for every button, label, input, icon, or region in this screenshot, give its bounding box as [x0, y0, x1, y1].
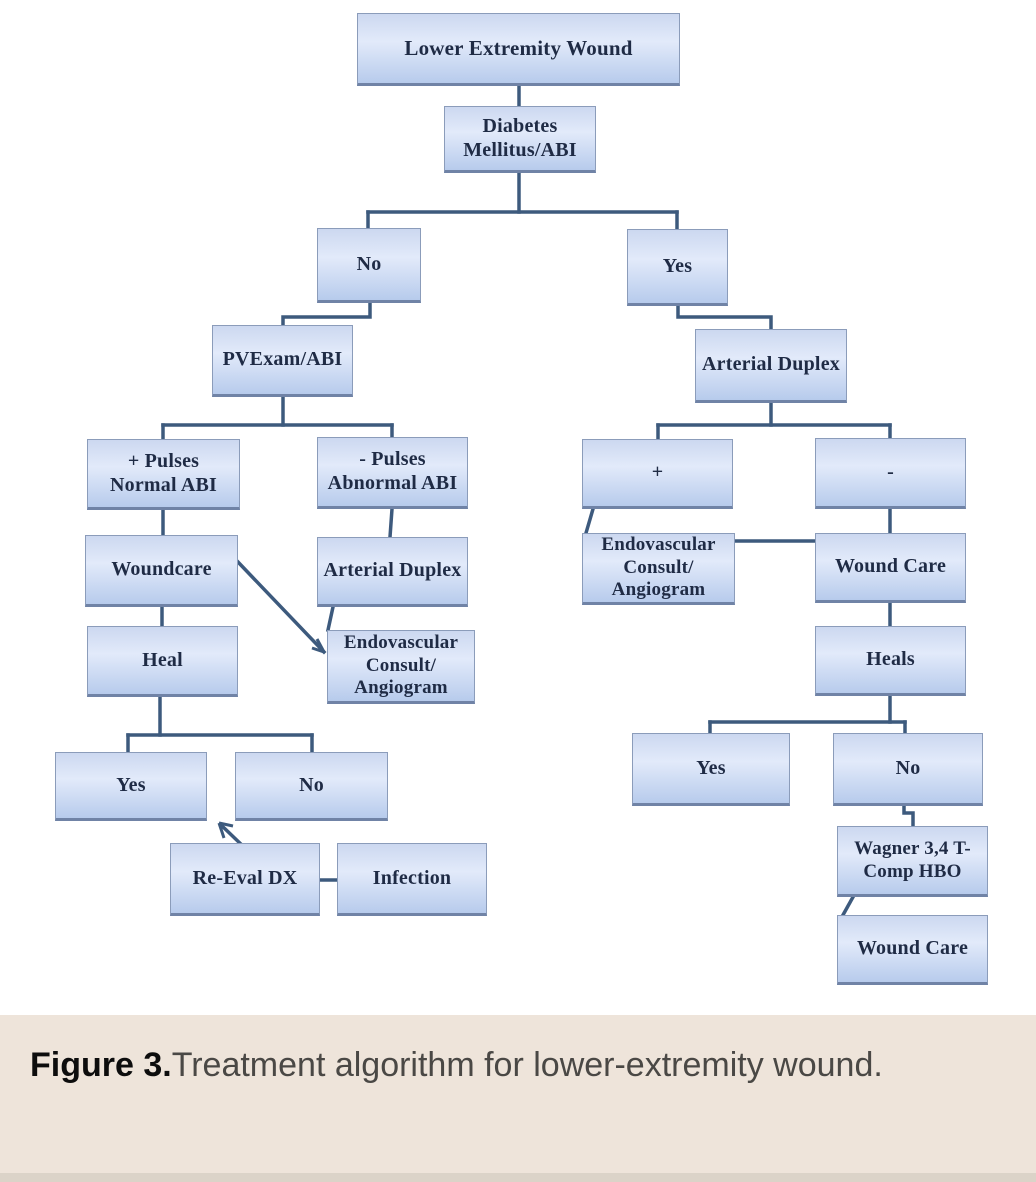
connector-line [281, 301, 372, 327]
flow-node-wound-care-bottom: Wound Care [837, 915, 988, 985]
flow-node-arterial-duplex-right: Arterial Duplex [695, 329, 847, 403]
flow-node-minus-pulses-abnormal-abi: - Pulses Abnormal ABI [317, 437, 468, 509]
arrowhead-icon [217, 821, 234, 839]
flow-node-woundcare: Woundcare [85, 535, 238, 607]
flow-node-duplex-negative: - [815, 438, 966, 509]
flowchart-connector-lines [126, 84, 915, 918]
flow-node-diabetes-mellitus-abi: Diabetes Mellitus/ABI [444, 106, 596, 173]
flow-node-endovascular-consult-right: Endovascular Consult/ Angiogram [582, 533, 735, 605]
connector-line [676, 304, 773, 331]
flow-node-heal-yes: Yes [55, 752, 207, 821]
connector-line [235, 559, 327, 655]
flow-node-duplex-positive: + [582, 439, 733, 509]
flow-node-heals-no: No [833, 733, 983, 806]
flow-node-re-eval-dx: Re-Eval DX [170, 843, 320, 916]
flow-node-diabetes-no: No [317, 228, 421, 303]
flow-node-wound-care-right: Wound Care [815, 533, 966, 603]
flow-node-heal: Heal [87, 626, 238, 697]
connector-line [388, 507, 394, 539]
figure-caption-label: Figure 3. [30, 1046, 172, 1084]
arrowhead-icon [311, 638, 326, 654]
connector-line [902, 804, 915, 828]
flow-node-endovascular-consult-left: Endovascular Consult/ Angiogram [327, 630, 475, 704]
flow-node-diabetes-yes: Yes [627, 229, 728, 306]
flow-node-heals-yes: Yes [632, 733, 790, 806]
flow-node-plus-pulses-normal-abi: + Pulses Normal ABI [87, 439, 240, 510]
connector-line [840, 894, 856, 918]
figure-caption: Figure 3.Treatment algorithm for lower-e… [0, 1015, 1036, 1182]
flow-node-heal-no: No [235, 752, 388, 821]
flow-node-wagner-hbo: Wagner 3,4 T- Comp HBO [837, 826, 988, 897]
connector-line [325, 604, 336, 633]
flow-node-arterial-duplex-left: Arterial Duplex [317, 537, 468, 607]
figure-caption-text: Treatment algorithm for lower-extremity … [171, 1046, 883, 1084]
connector-line [583, 506, 596, 536]
flow-node-heals: Heals [815, 626, 966, 696]
flow-node-lower-extremity-wound: Lower Extremity Wound [357, 13, 680, 86]
flow-node-infection: Infection [337, 843, 487, 916]
flow-node-pvexam-abi: PVExam/ABI [212, 325, 353, 397]
